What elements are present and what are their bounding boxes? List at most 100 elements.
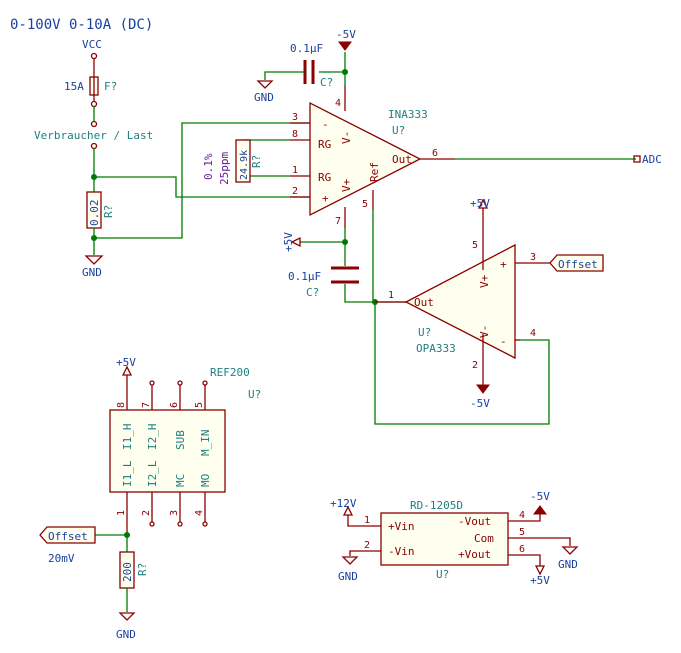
wire-sense-plus	[94, 176, 310, 198]
ref200-label-mo: MO	[199, 474, 212, 487]
ref200-label-i1h: I1_H	[121, 424, 134, 451]
rd-pin1-line	[347, 515, 381, 527]
opa-pin-minus: -	[500, 335, 507, 348]
opa-pin-vminus: V-	[478, 325, 491, 338]
ina-pin-rg-top: RG	[318, 138, 331, 151]
rd-pin5-number: 5	[519, 527, 525, 538]
ref200-pin6: 6	[169, 402, 180, 408]
load-terminal-top	[90, 120, 98, 128]
opa-pin-plus: +	[500, 258, 507, 271]
r200-ref: R?	[136, 563, 149, 576]
ina-pin1-number: 1	[292, 165, 298, 176]
ref200-name: REF200	[210, 366, 250, 379]
ina-pin8-number: 8	[292, 129, 298, 140]
wire-sense-minus	[94, 122, 310, 239]
pos5v-arrow-opa	[477, 198, 489, 209]
rd-pin6-number: 6	[519, 544, 525, 555]
ina-pin3-number: 3	[292, 112, 298, 123]
pos5v-arrow-left	[290, 236, 301, 248]
rd1205d-converter	[380, 512, 509, 566]
opa-pin-out: Out	[414, 296, 434, 309]
wire-cap-bottom-opa	[344, 284, 420, 303]
opa-pin1-number: 1	[388, 290, 394, 301]
gnd-symbol-top	[256, 80, 274, 89]
capacitor-bottom	[331, 266, 359, 284]
fuse	[89, 70, 99, 102]
shunt-value: 0.02	[88, 200, 101, 227]
ina-pin-rg-bottom: RG	[318, 171, 331, 184]
pos5v-arrow-rd	[534, 565, 546, 576]
gnd-symbol-left	[84, 255, 104, 265]
offset-text-right: Offset	[558, 258, 598, 271]
ina-pin7-number: 7	[335, 216, 341, 227]
neg5v-label-top: -5V	[336, 28, 356, 41]
ref200-ref: U?	[248, 388, 261, 401]
rg-tolerance: 0.1%	[202, 153, 215, 180]
opa-pin3-number: 3	[530, 252, 536, 263]
neg5v-label-rd: -5V	[530, 490, 550, 503]
vcc-connector	[90, 52, 98, 70]
fuse-terminal	[90, 100, 98, 108]
ref200-pin7: 7	[141, 402, 152, 408]
rd-pin-plusvin: +Vin	[388, 520, 415, 533]
gnd-symbol-rd-left	[341, 556, 359, 565]
rg-ref: R?	[250, 155, 263, 168]
opa-pin-vplus: V+	[478, 274, 491, 288]
offset-label-left	[39, 526, 96, 544]
neg5v-symbol-top	[338, 41, 352, 51]
shunt-ref: R?	[102, 205, 115, 218]
offset-text-left: Offset	[48, 530, 88, 543]
ina333-amplifier	[309, 101, 422, 217]
rg-value: 24.9k	[239, 150, 250, 180]
rd-pin-com: Com	[474, 532, 494, 545]
ina-pin-vminus: V-	[340, 131, 353, 144]
rg-resistor	[235, 139, 251, 183]
ina-pin2-number: 2	[292, 186, 298, 197]
opa-pin5-number: 5	[472, 240, 478, 251]
ref200-label-min: M_IN	[199, 430, 212, 457]
adc-label: ADC	[642, 153, 662, 166]
neg5v-label-opa: -5V	[470, 397, 490, 410]
fuse-value: 15A	[64, 80, 84, 93]
offset-label-right	[549, 254, 604, 272]
rd-pin-minusvin: -Vin	[388, 545, 415, 558]
rd-pin5-line	[508, 537, 571, 546]
ref200-bottom-pins	[126, 492, 208, 535]
wire-opa-feedback	[374, 302, 550, 425]
pos5v-label-ref200: +5V	[116, 356, 136, 369]
ina-pin6-number: 6	[432, 148, 438, 159]
ina-pin-plus: +	[322, 192, 329, 205]
rd-pin4-number: 4	[519, 510, 525, 521]
adc-port	[633, 155, 641, 163]
ina-name: INA333	[388, 108, 428, 121]
ref200-label-i1l: I1_L	[121, 460, 134, 487]
ina-pin4-number: 4	[335, 98, 341, 109]
ref200-pin8: 8	[116, 402, 127, 408]
ina-pin-out: Out	[392, 153, 412, 166]
gnd-symbol-rd-right	[561, 546, 579, 555]
cap-bottom-value: 0.1µF	[288, 270, 321, 283]
rd-pin6-line	[508, 554, 541, 566]
r200-value: 200	[121, 562, 134, 582]
gnd-label-rd-right: GND	[558, 558, 578, 571]
offset-voltage: 20mV	[48, 552, 75, 565]
ref200-pin1: 1	[116, 510, 127, 516]
cap-top-value: 0.1µF	[290, 42, 323, 55]
ref200-label-sub: SUB	[174, 430, 187, 450]
wire-cap-top-gnd	[264, 71, 305, 80]
rd-pin2-number: 2	[364, 540, 370, 551]
ref200-pin4: 4	[194, 510, 205, 516]
opa-name: OPA333	[416, 342, 456, 355]
rd-pin2-line	[349, 550, 381, 556]
gnd-label-top: GND	[254, 91, 274, 104]
rd-pin1-number: 1	[364, 515, 370, 526]
ref200-pin2: 2	[141, 510, 152, 516]
pos5v-label-opa: +5V	[470, 197, 490, 210]
load-terminal-bottom	[90, 142, 98, 150]
fuse-ref: F?	[104, 80, 117, 93]
gnd-label-bottom: GND	[116, 628, 136, 641]
load-label: Verbraucher / Last	[34, 129, 153, 142]
ref200-pin5: 5	[194, 402, 205, 408]
gnd-label-left: GND	[82, 266, 102, 279]
